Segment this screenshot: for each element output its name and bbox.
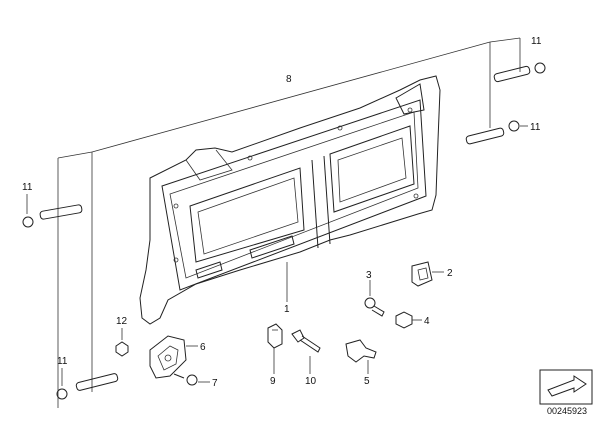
callout-9-label: 9 <box>270 376 276 387</box>
callout-6-label: 6 <box>200 342 206 353</box>
part-7-bolt-icon: 7 <box>173 373 218 389</box>
part-2-clip-icon: 2 <box>411 261 453 287</box>
tailgate-inner-panel-icon <box>139 75 441 325</box>
part-9-clip-icon: 9 <box>267 323 283 387</box>
callout-7-label: 7 <box>212 378 218 389</box>
callout-4-label: 4 <box>424 316 430 327</box>
callout-12-label: 12 <box>116 316 128 327</box>
part-12-nut-icon: 12 <box>115 316 129 357</box>
callout-1-label: 1 <box>284 304 290 315</box>
callout-8-label: 8 <box>286 74 292 85</box>
part-11-cap-left-icon: 11 <box>22 182 83 228</box>
callout-11b-label: 11 <box>530 122 541 133</box>
arrow-icon: 00245923 <box>539 369 593 416</box>
callout-11c-label: 11 <box>22 182 33 193</box>
callout-3-label: 3 <box>366 270 372 281</box>
part-11-cap-top-right-icon: 11 <box>493 36 546 83</box>
leader-lines-8 <box>57 37 521 408</box>
callout-2-label: 2 <box>447 268 453 279</box>
part-11-cap-right-icon: 11 <box>465 120 541 145</box>
callout-8: 8 <box>286 74 292 85</box>
part-10-screw-icon: 10 <box>291 329 321 387</box>
callout-11d-label: 11 <box>57 356 68 367</box>
part-6-bracket-icon: 6 <box>149 335 206 379</box>
callout-1: 1 <box>284 262 290 315</box>
part-5-rivet-icon: 5 <box>345 339 377 387</box>
part-11-cap-bottom-left-icon: 11 <box>56 356 119 400</box>
callout-5-label: 5 <box>364 376 370 387</box>
diagram-id: 00245923 <box>547 406 587 416</box>
callout-10-label: 10 <box>305 376 317 387</box>
part-3-screw-icon: 3 <box>364 270 385 317</box>
callout-11a-label: 11 <box>531 36 542 47</box>
part-4-nut-icon: 4 <box>395 311 430 329</box>
